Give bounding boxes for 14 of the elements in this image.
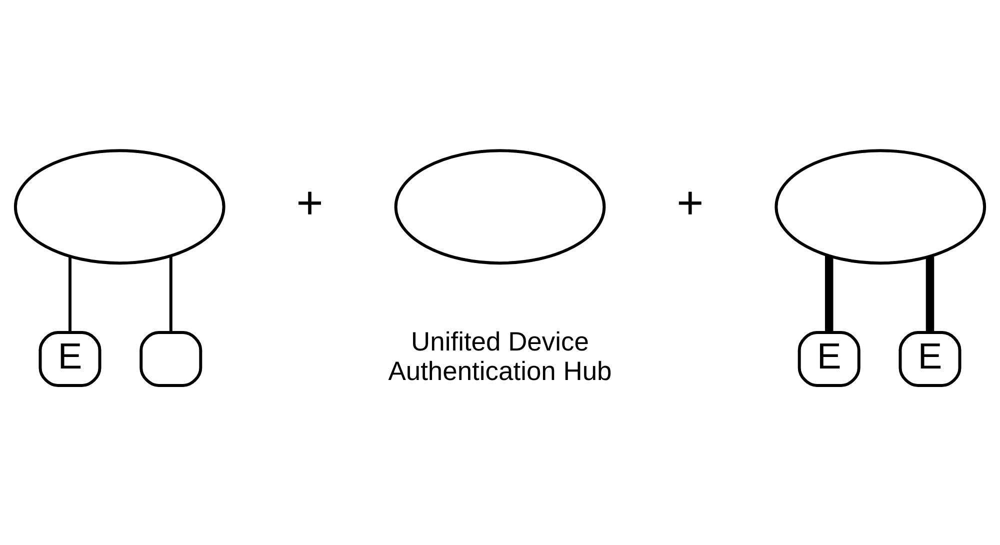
node-cloud: [14, 148, 226, 264]
node-box: [140, 330, 202, 386]
node-label: Unifited Device Authentication Hub: [388, 326, 612, 386]
node-cloud: [774, 148, 986, 264]
label: +: [296, 176, 324, 228]
node-box: E: [38, 330, 102, 386]
node-cloud: [394, 148, 606, 264]
connector: [824, 255, 834, 332]
connector: [169, 255, 172, 332]
node-box: E: [898, 330, 962, 386]
label: +: [676, 176, 704, 228]
connector: [926, 256, 934, 332]
node-box: E: [798, 330, 860, 386]
connector: [68, 256, 72, 332]
